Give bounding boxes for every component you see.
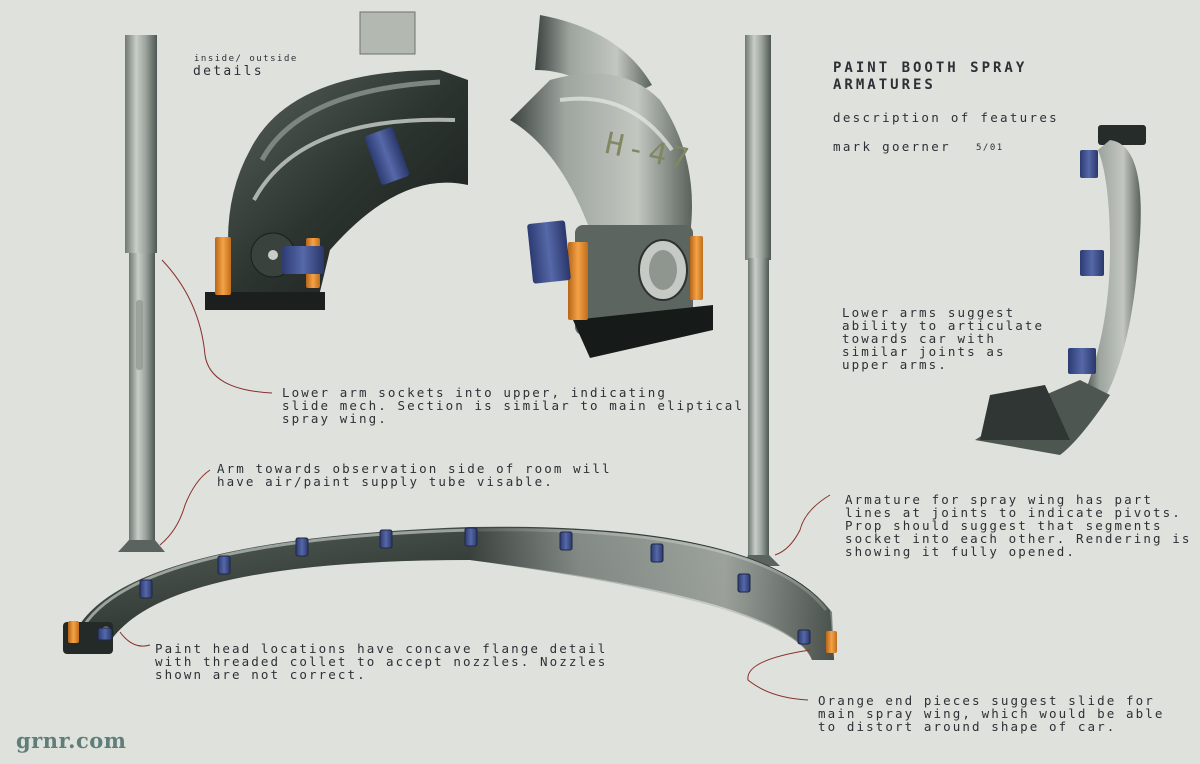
note-arm-towards-observation: Arm towards observation side of room wil… [217, 461, 612, 489]
leader-lines [119, 259, 831, 701]
inset-small-label: inside/ outside [194, 54, 298, 64]
lower-arm-detail [975, 125, 1146, 455]
right-pole [744, 35, 780, 566]
left-pole [118, 35, 165, 552]
page-subtitle: description of features [833, 110, 1059, 125]
orange-end-piece [68, 621, 837, 653]
note-orange-end-pieces: Orange end pieces suggest slide for main… [818, 693, 1165, 734]
note-lower-arms-suggest: Lower arms suggest ability to articulate… [842, 305, 1045, 372]
author-name: mark goerner [833, 139, 951, 154]
spray-nozzle-icon [97, 527, 811, 645]
note-lower-arm-sockets: Lower arm sockets into upper, indicating… [282, 385, 745, 426]
site-logo: grnr.com [16, 728, 127, 753]
note-armature-spray-wing: Armature for spray wing has part lines a… [845, 492, 1192, 559]
main-spray-wing [63, 526, 834, 660]
outside-detail-arm: H-47 [510, 15, 713, 358]
page-title-line2: ARMATURES [833, 77, 936, 93]
date-label: 5/01 [976, 143, 1004, 153]
page-title-line1: PAINT BOOTH SPRAY [833, 60, 1028, 76]
inside-detail-arm [205, 11, 468, 310]
note-paint-head-locations: Paint head locations have concave flange… [155, 641, 608, 682]
inset-details-label: details [193, 64, 264, 79]
